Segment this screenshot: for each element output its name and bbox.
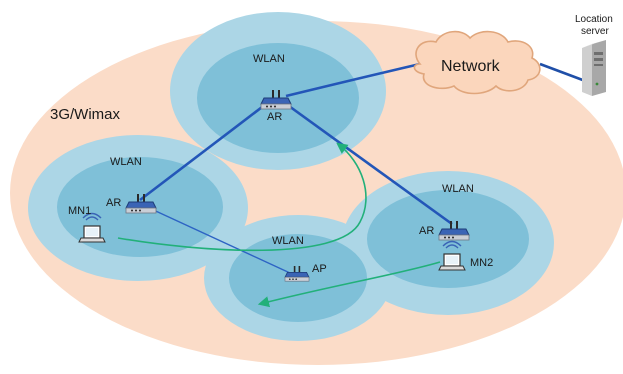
network-cloud-icon <box>413 30 541 95</box>
wlan-right-label: WLAN <box>442 183 474 195</box>
wlan-left-label: WLAN <box>110 156 142 168</box>
server-tower-icon <box>582 40 606 96</box>
location-server-label-line2: server <box>581 26 609 37</box>
handover-path-mn1 <box>117 142 367 252</box>
backbone-link-left <box>139 99 271 202</box>
outer-region-label: 3G/Wimax <box>50 106 121 123</box>
location-server-label-line1: Location <box>575 14 613 25</box>
ap-label: AP <box>312 263 327 275</box>
network-server-link <box>539 62 589 84</box>
ar-left-label: AR <box>106 197 121 209</box>
ar-ap-link <box>146 206 291 274</box>
mn2-label: MN2 <box>470 257 493 269</box>
wlan-middle-label: WLAN <box>272 235 304 247</box>
ar-right-label: AR <box>419 225 434 237</box>
ar-top-label: AR <box>267 111 282 123</box>
backbone-link-right <box>281 99 453 226</box>
network-label: Network <box>441 58 501 75</box>
mn1-label: MN1 <box>68 205 91 217</box>
handover-path-mn2 <box>257 261 441 308</box>
ar-network-link <box>285 62 421 98</box>
wlan-top-label: WLAN <box>253 53 285 65</box>
